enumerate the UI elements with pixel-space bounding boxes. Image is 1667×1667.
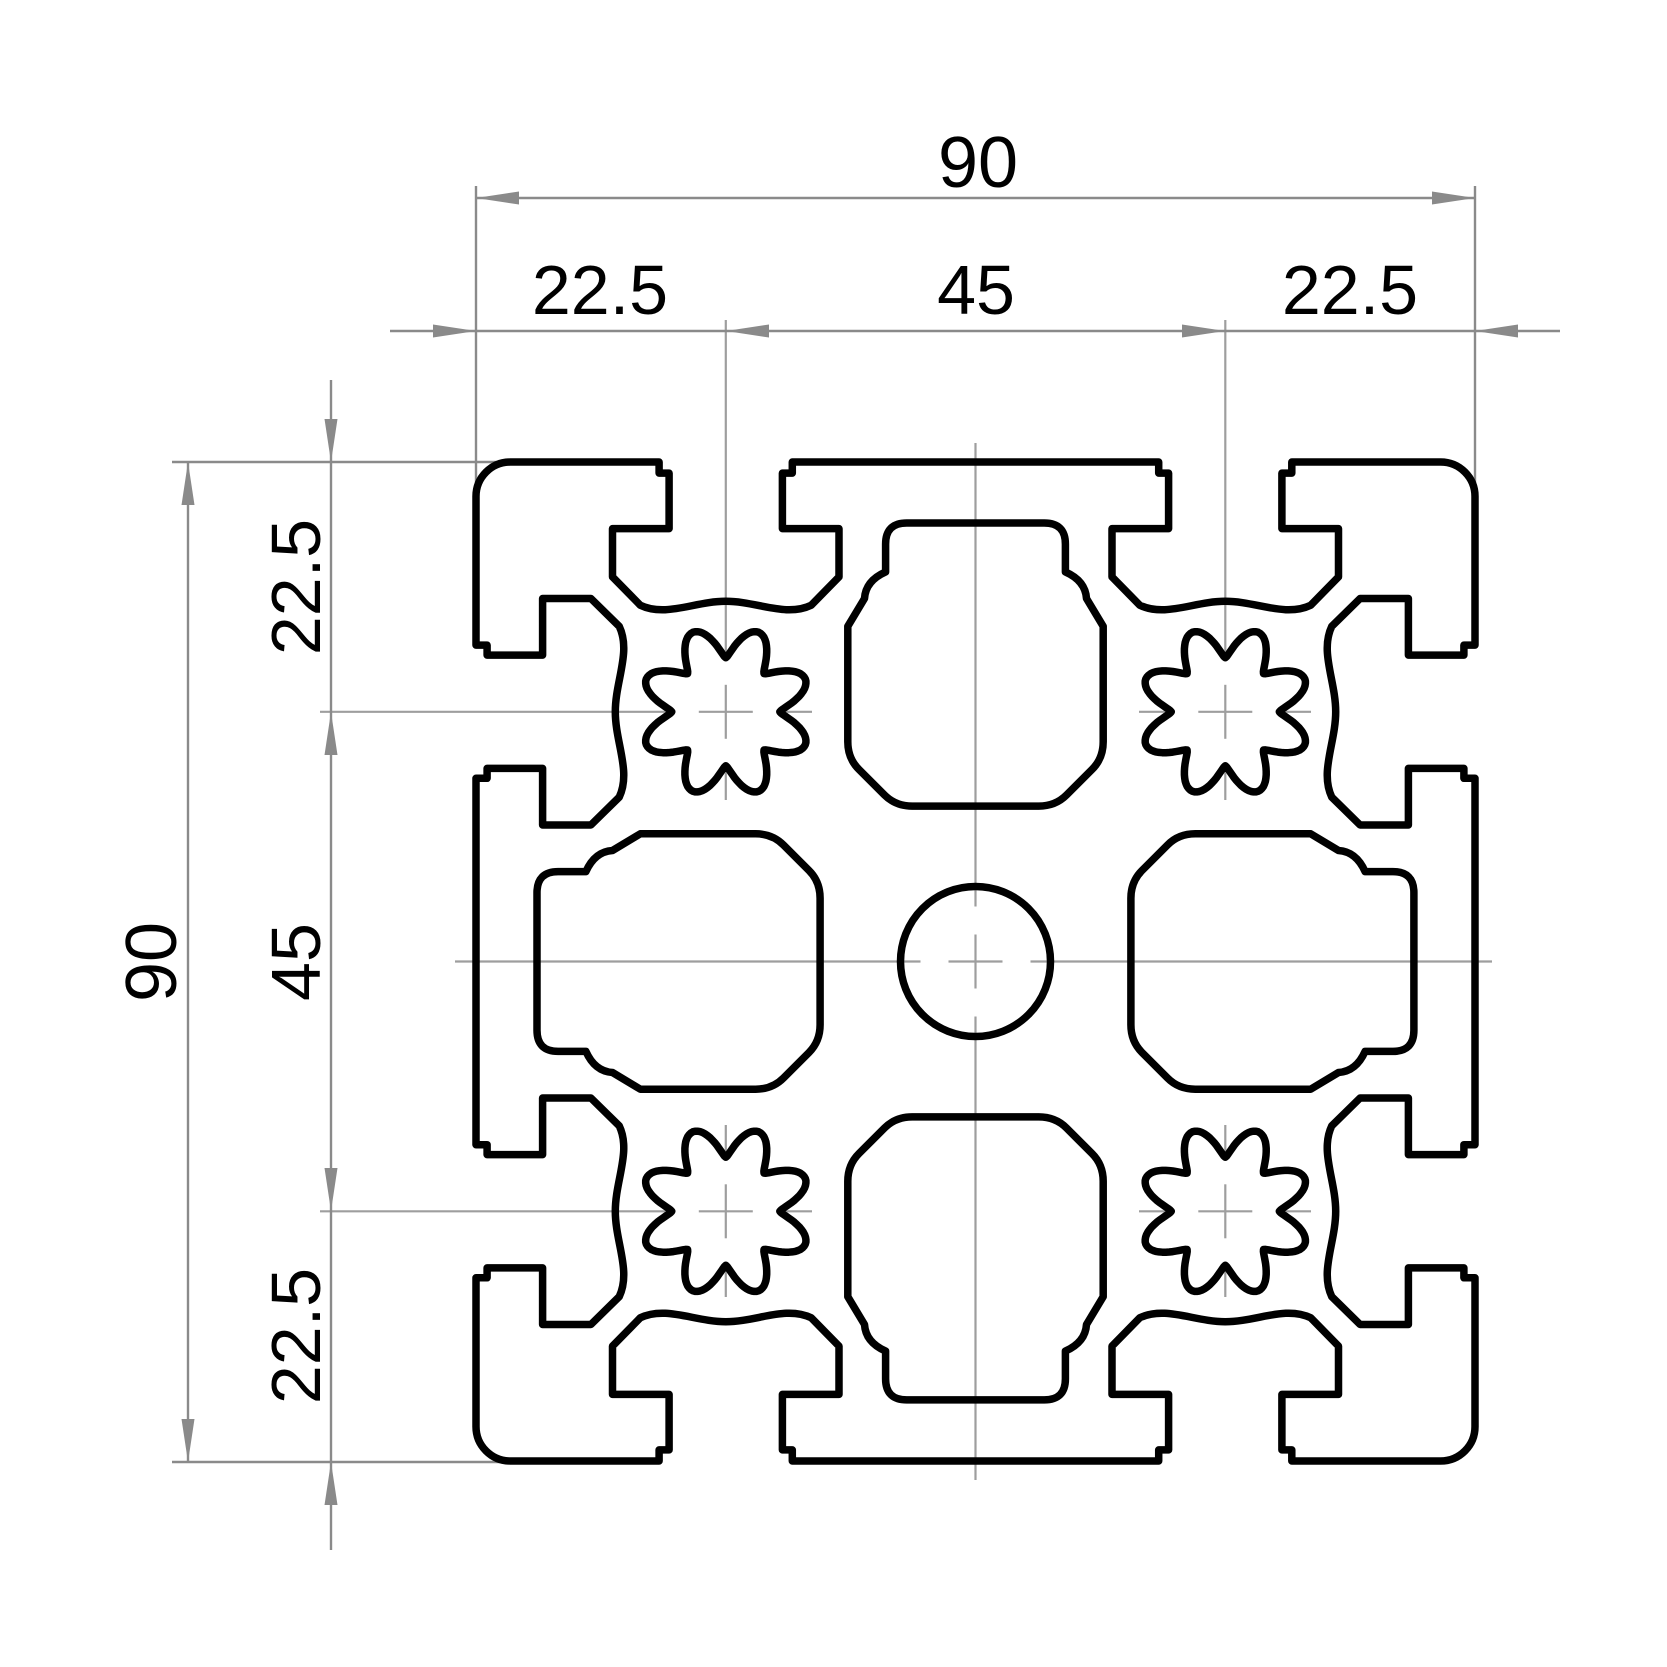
screw-channel-top-right [1141,627,1310,796]
dimension-arrowhead [726,324,769,338]
center-bore [896,882,1055,1041]
dimension-arrowhead [1475,324,1518,338]
cavity-bottom [844,1113,1107,1404]
dim-left-bottom-segment-label: 22.5 [257,1268,335,1404]
profile-outer-contour [472,458,1479,1465]
screw-channel-bottom-right [1141,1127,1310,1296]
profile-geometry-group [472,458,1479,1465]
dim-left-top-segment-label: 22.5 [257,519,335,655]
dim-top-overall-label: 90 [938,123,1018,203]
dim-left-overall-label: 90 [112,922,192,1002]
dimension-arrowhead [476,191,519,205]
dim-left-mid-segment-label: 45 [257,923,335,1001]
dim-top-right-segment-label: 22.5 [1282,251,1418,329]
cavity-right [1127,830,1418,1093]
dimension-arrowhead [324,1168,338,1211]
dimension-arrowhead [324,712,338,755]
dimension-arrowhead [1432,191,1475,205]
dimension-labels-group: 90 22.5 45 22.5 90 22.5 45 22.5 [112,123,1418,1404]
cavity-top [844,519,1107,810]
screw-channel-top-left [641,627,810,796]
centerlines-group [320,320,1492,1480]
dimension-arrowhead [181,462,195,505]
dimension-arrowhead [181,1419,195,1462]
dimension-arrowhead [433,324,476,338]
dimension-arrowhead [324,1462,338,1505]
dimension-arrowhead [324,419,338,462]
dimension-arrowhead [1182,324,1225,338]
dimension-lines-group [172,186,1560,1550]
cavity-left [533,830,824,1093]
dim-top-mid-segment-label: 45 [937,251,1015,329]
dim-top-left-segment-label: 22.5 [532,251,668,329]
screw-channel-bottom-left [641,1127,810,1296]
